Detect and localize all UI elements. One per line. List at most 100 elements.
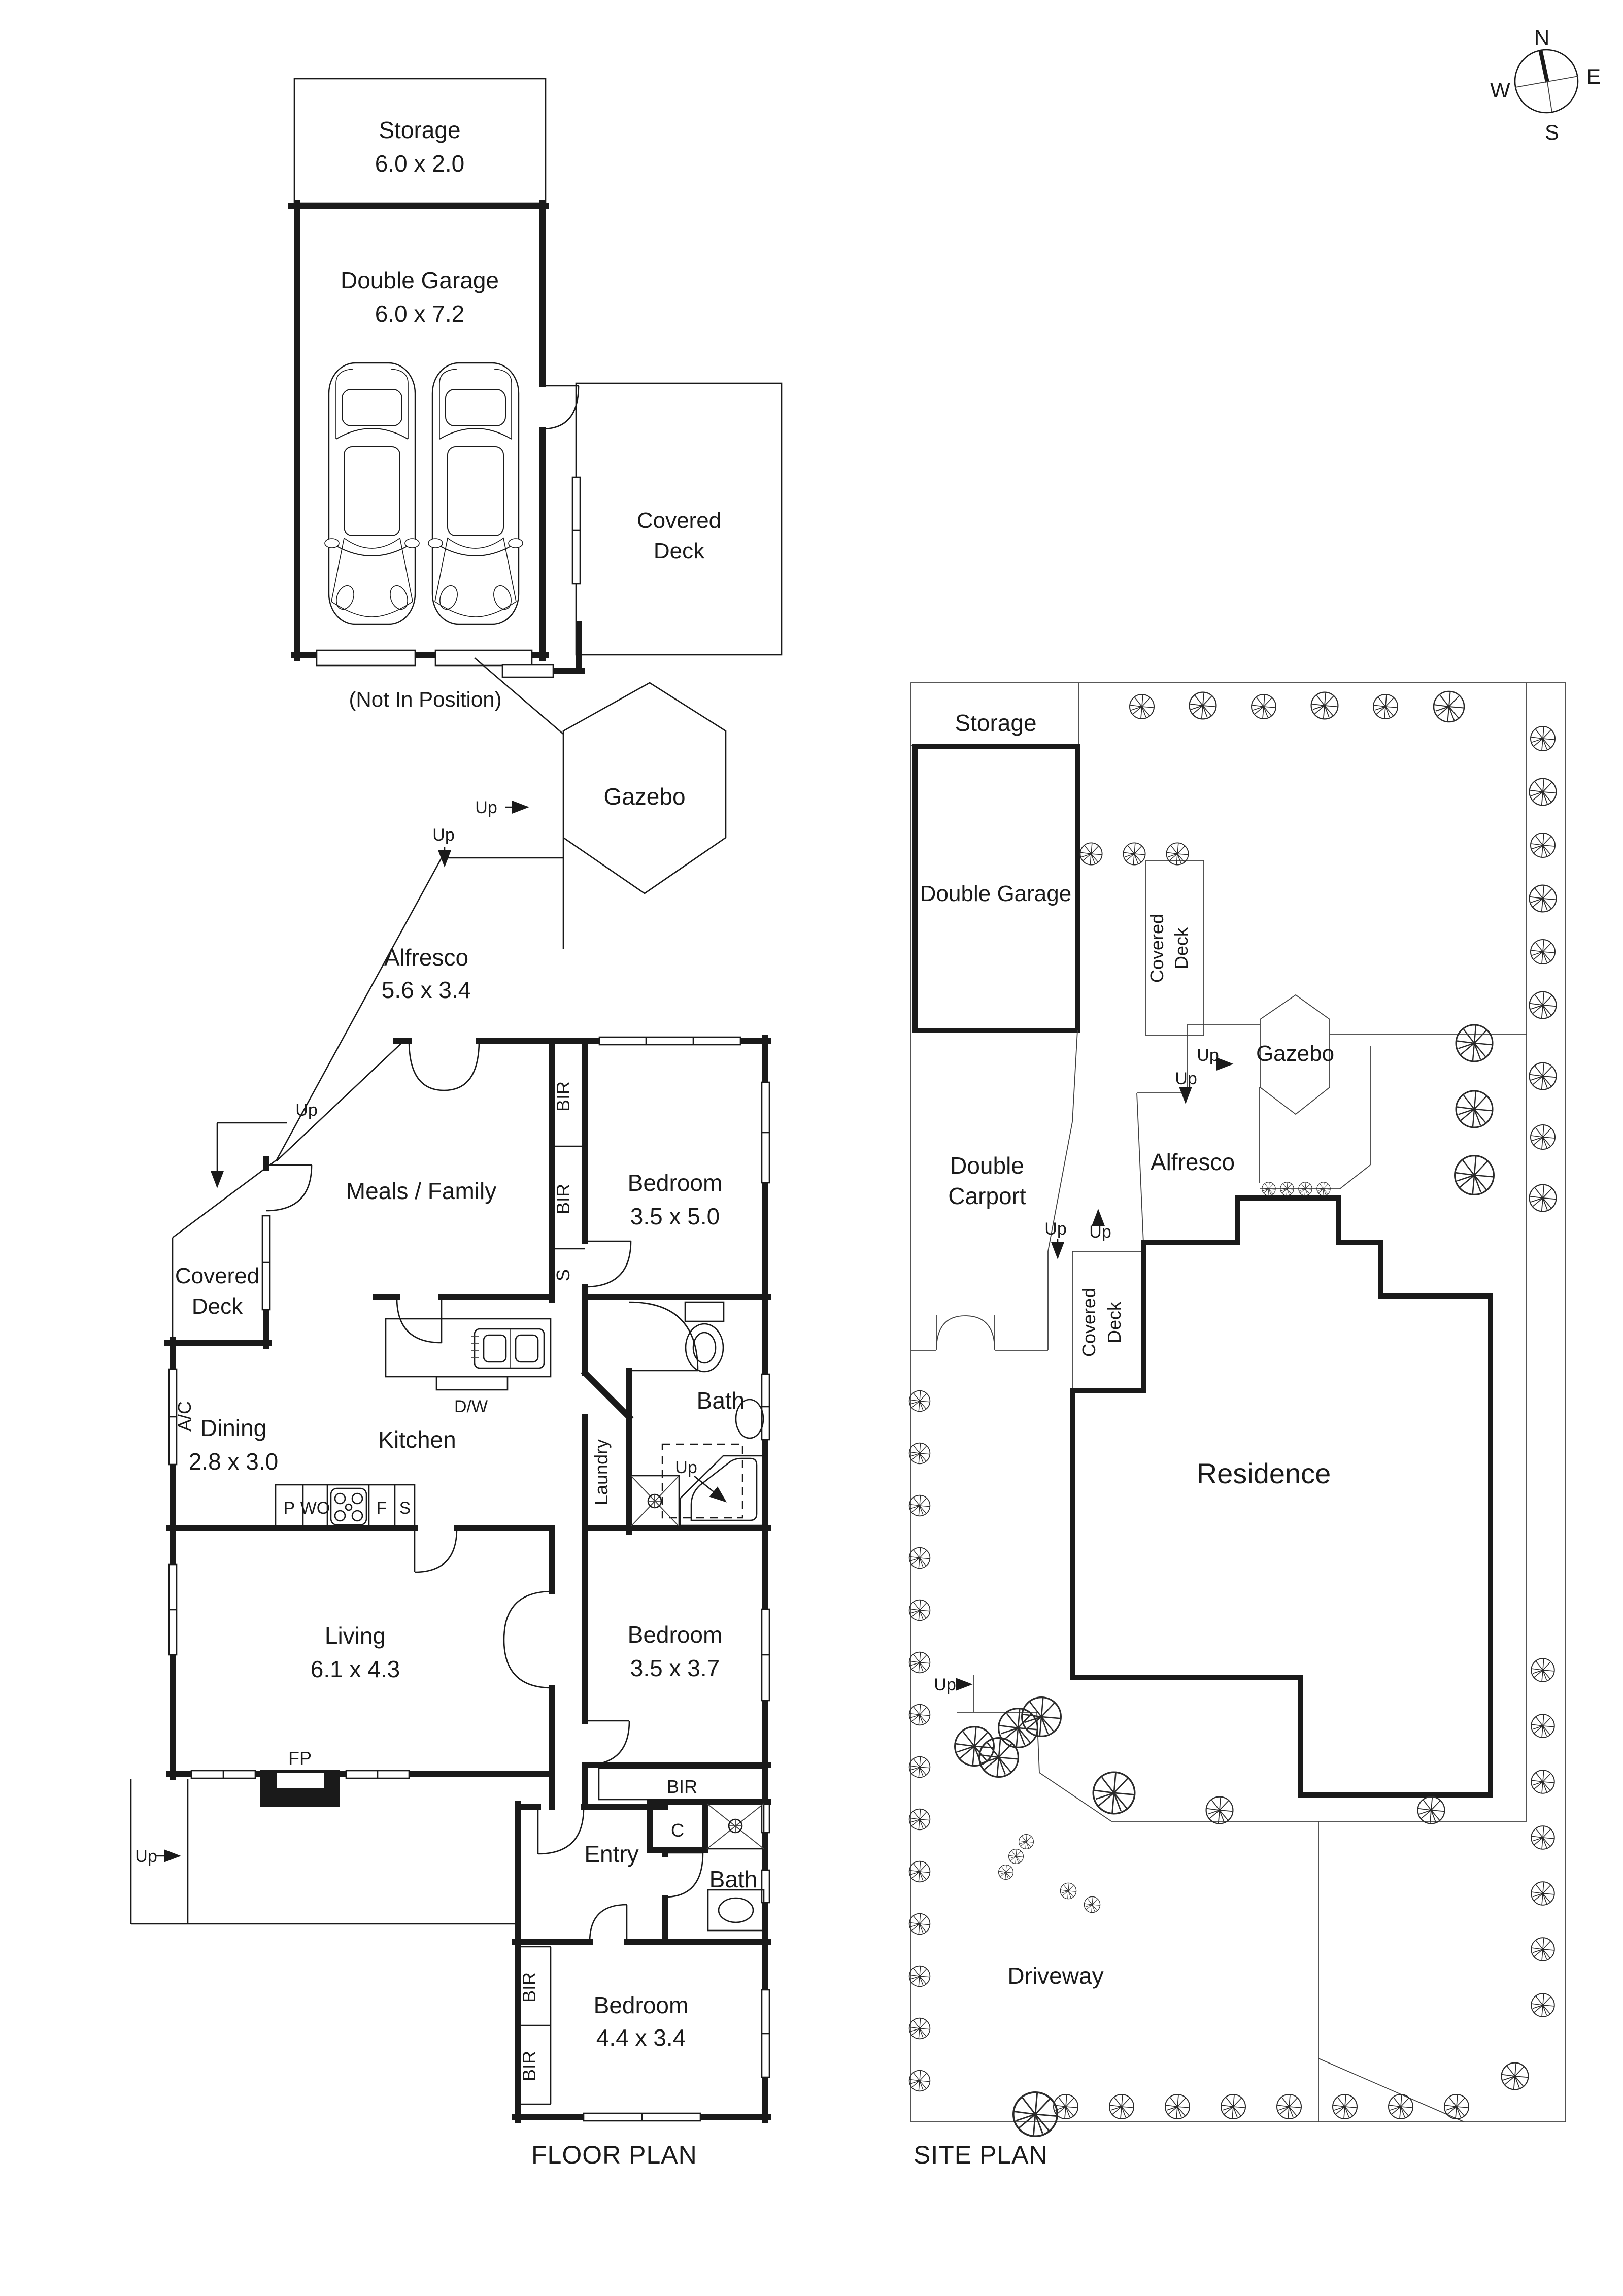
site-plan: Storage Double Garage Covered Deck Gazeb…	[908, 682, 1566, 2169]
garage-label: Double Garage	[341, 267, 499, 293]
bir-label: BIR	[667, 1776, 697, 1797]
fridge-label: F	[377, 1499, 387, 1518]
bath1-label: Bath	[697, 1387, 745, 1414]
up-label: Up	[934, 1675, 956, 1694]
bedroom3-label: Bedroom	[594, 1992, 689, 2018]
door-swing	[585, 1241, 632, 1288]
porch-edge	[130, 1779, 518, 1925]
site-garage-label: Double Garage	[920, 881, 1071, 906]
site-driveway-label: Driveway	[1007, 1962, 1103, 1989]
shower-icon	[630, 1475, 680, 1527]
door-swing	[408, 1040, 445, 1091]
site-alfresco-label: Alfresco	[1151, 1149, 1235, 1175]
path-line	[276, 857, 443, 1160]
bedroom2-label: Bedroom	[628, 1621, 723, 1648]
garage-door-panel	[434, 649, 533, 667]
path-line	[276, 1043, 401, 1161]
gate-leaf	[936, 1315, 995, 1348]
site-covered-deck-garage	[1145, 860, 1204, 1036]
pantry-label: P	[284, 1499, 295, 1518]
living-dims: 6.1 x 4.3	[311, 1656, 400, 1682]
car-icon	[324, 362, 420, 625]
compass-rose: N E W S	[1490, 25, 1601, 144]
up-label: Up	[1089, 1222, 1111, 1242]
site-carport-label1: Double	[950, 1152, 1024, 1179]
site-covered-deck-garage-label1: Covered	[1146, 914, 1167, 983]
bedroom1-label: Bedroom	[628, 1170, 723, 1196]
bath2-label: Bath	[709, 1866, 758, 1892]
bedroom2-dims: 3.5 x 3.7	[630, 1655, 720, 1681]
up-label: Up	[295, 1101, 317, 1120]
door-swing	[444, 1040, 480, 1091]
compass-n-label: N	[1534, 25, 1549, 49]
bir-label: BIR	[519, 1972, 539, 2003]
basin-icon	[735, 1399, 764, 1439]
garage-walls	[288, 200, 580, 667]
compass-s-label: S	[1545, 120, 1559, 144]
bath1-fixtures: Up	[630, 1301, 764, 1527]
covered-deck-garage-label2: Deck	[654, 539, 705, 563]
garage-dims: 6.0 x 7.2	[375, 301, 464, 327]
window	[598, 1036, 741, 1046]
cupboard-s-label: S	[553, 1269, 573, 1281]
bedroom1-dims: 3.5 x 5.0	[630, 1203, 720, 1229]
path-line	[474, 657, 564, 735]
up-label: Up	[135, 1847, 157, 1866]
site-covered-deck-house-label2: Deck	[1104, 1301, 1125, 1343]
bedroom3-dims: 4.4 x 3.4	[596, 2024, 686, 2051]
sink-label: S	[399, 1499, 411, 1518]
stair-outline	[661, 1443, 743, 1519]
site-carport-label2: Carport	[948, 1183, 1026, 1209]
covered-deck-house-label1: Covered	[175, 1263, 259, 1288]
storage-dims: 6.0 x 2.0	[375, 150, 464, 177]
east-west-needle	[1515, 76, 1579, 88]
compass-w-label: W	[1490, 78, 1510, 102]
dishwasher	[435, 1376, 509, 1391]
door-swing	[503, 1590, 553, 1640]
door-swing	[629, 1301, 699, 1371]
covered-deck-garage-label1: Covered	[637, 508, 721, 533]
site-garage	[912, 744, 1080, 1033]
site-residence	[1070, 1195, 1493, 1798]
dining-label: Dining	[200, 1415, 266, 1441]
compass-e-label: E	[1586, 64, 1601, 88]
storage-label: Storage	[379, 117, 460, 143]
site-gazebo-label: Gazebo	[1256, 1041, 1334, 1066]
step	[501, 664, 554, 678]
trees	[908, 690, 1557, 2138]
garage-note: (Not In Position)	[349, 687, 501, 711]
shower-icon	[706, 1803, 765, 1850]
door-swing	[589, 1904, 627, 1942]
basin-icon	[718, 1897, 754, 1923]
up-label: Up	[675, 1458, 697, 1477]
door-swing	[396, 1297, 442, 1344]
door-swing	[503, 1639, 553, 1689]
dining-dims: 2.8 x 3.0	[189, 1448, 278, 1475]
door-swing	[537, 1808, 585, 1855]
alfresco-dims: 5.6 x 3.4	[382, 977, 471, 1003]
site-residence-label: Residence	[1197, 1457, 1331, 1489]
cooktop-icon	[330, 1487, 367, 1526]
meals-family-label: Meals / Family	[346, 1178, 496, 1204]
bathtub-icon	[679, 1455, 764, 1526]
living-label: Living	[325, 1622, 386, 1649]
up-label: Up	[432, 825, 454, 845]
up-label: Up	[1175, 1069, 1197, 1088]
site-gazebo	[1260, 994, 1330, 1115]
gate-swing	[936, 1315, 995, 1351]
deck-edge	[172, 1159, 277, 1239]
door-swing	[664, 1852, 704, 1898]
up-arrow	[694, 1475, 727, 1503]
laundry-label: Laundry	[591, 1439, 612, 1505]
bir-label: BIR	[553, 1081, 573, 1112]
gazebo-label: Gazebo	[603, 783, 685, 810]
bir-label: BIR	[553, 1184, 573, 1214]
site-covered-deck-garage-label2: Deck	[1171, 927, 1192, 969]
door-swing	[542, 385, 580, 430]
deck-wall	[550, 621, 585, 674]
site-storage-label: Storage	[955, 710, 1036, 736]
entry-label: Entry	[584, 1841, 638, 1867]
dishwasher-label: D/W	[454, 1397, 488, 1416]
up-label: Up	[475, 798, 497, 817]
site-boundary	[910, 682, 1566, 2122]
